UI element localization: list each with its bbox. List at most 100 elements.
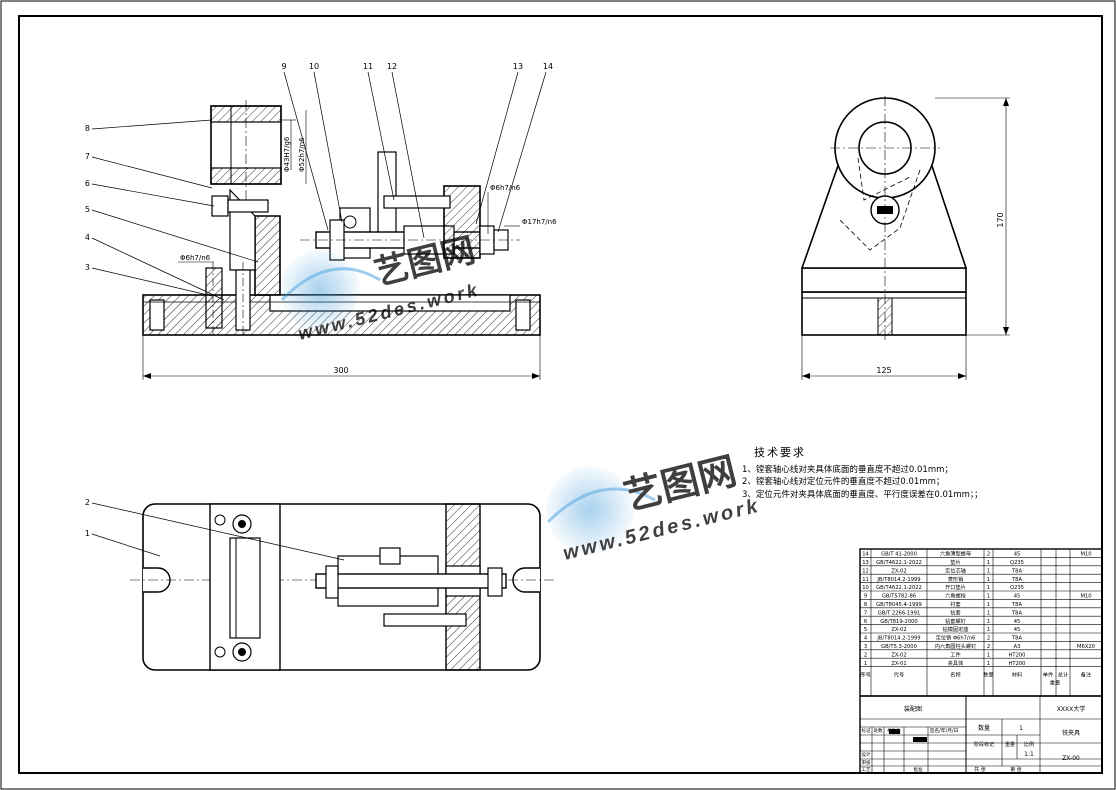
bom-header-name: 名称 <box>950 671 960 679</box>
bom-cell-no: 7 <box>864 610 867 616</box>
bom-cell-qty: 1 <box>987 610 990 616</box>
fit-label-pin-left: Φ6h7/n6 <box>180 254 211 262</box>
bom-cell-qty: 1 <box>987 585 990 591</box>
bom-cell-qty: 1 <box>987 594 990 600</box>
bom-cell-name: 垫片 <box>950 558 960 566</box>
bom-cell-code: ZX-02 <box>891 652 906 658</box>
bom-cell-qty: 2 <box>987 552 990 558</box>
tb-qty-label: 数量 <box>978 724 990 732</box>
tb-mark-label: 标记 <box>862 727 871 734</box>
front-view-callouts: 8 7 6 5 4 3 9 10 11 12 13 14 <box>85 62 553 272</box>
tb-weight-label: 重量 <box>1005 741 1015 748</box>
bom-cell-name: 开口垫片 <box>945 583 966 591</box>
tech-requirements: 技术要求 1、镗套轴心线对夹具体底面的垂直度不超过0.01mm； 2、镗套轴心线… <box>742 446 983 500</box>
tb-qty: 1 <box>1019 725 1023 732</box>
bom-cell-code: GB/T5.3-2000 <box>881 644 917 650</box>
callout-8: 8 <box>85 124 90 133</box>
callout-14: 14 <box>543 62 553 71</box>
bom-cell-qty: 1 <box>987 577 990 583</box>
bom-cell-code: GB/T5782-86 <box>882 594 916 600</box>
bom-cell-no: 2 <box>864 652 867 658</box>
bom-cell-material: 45 <box>1014 619 1021 625</box>
tb-stage-label: 阶段标记 <box>974 741 994 748</box>
tb-school: XXXX大学 <box>1057 705 1085 713</box>
bom-cell-code: GB/T819-2000 <box>880 619 917 625</box>
bom-cell-qty: 2 <box>987 644 990 650</box>
bom-cell-material: T8A <box>1011 568 1022 574</box>
callout-13: 13 <box>513 62 523 71</box>
bom-cell-qty: 1 <box>987 619 990 625</box>
bom-cell-code: JB/T8014.2-1999 <box>876 636 920 642</box>
dim-170: 170 <box>996 212 1005 227</box>
bom-header-weight: 重量 <box>1050 679 1060 687</box>
bom-cell-name: 内六角圆柱头螺钉 <box>935 642 977 650</box>
watermark-2: 艺图网 www.52des.work <box>546 450 763 565</box>
callout-9: 9 <box>281 62 286 71</box>
bom-header-material: 材料 <box>1012 671 1022 679</box>
bom-cell-material: Q235 <box>1010 560 1024 566</box>
tb-scale: 1:1 <box>1024 751 1034 758</box>
fit-label-pin-right: Φ6h7/n6 <box>490 184 521 192</box>
tb-approve: 批准 <box>914 766 923 773</box>
tb-signed: 签名/年/月/日 <box>930 727 959 734</box>
bom-cell-no: 10 <box>862 585 869 591</box>
bom-cell-material: HT200 <box>1009 652 1026 658</box>
callout-12: 12 <box>387 62 397 71</box>
bom-cell-qty: 1 <box>987 560 990 566</box>
bom-cell-name: 钻套 <box>950 608 961 616</box>
tb-drawing-name: 装配图 <box>904 705 922 713</box>
title-block <box>859 695 1103 774</box>
callout-6: 6 <box>85 179 90 188</box>
bom-cell-qty: 1 <box>987 602 990 608</box>
bom-cell-name: 衬套 <box>950 600 961 608</box>
bom-cell-material: T8A <box>1011 577 1022 583</box>
bom-header-unit_w: 单件 <box>1043 671 1053 679</box>
tb-tag: 标准化 <box>887 727 901 734</box>
dim-125: 125 <box>876 366 891 375</box>
callout-1: 1 <box>85 529 90 538</box>
dim-300: 300 <box>333 366 348 375</box>
bom-cell-material: T8A <box>1011 602 1022 608</box>
top-mandrel <box>315 573 507 589</box>
callout-3: 3 <box>85 263 90 272</box>
tech-req-title: 技术要求 <box>754 446 806 459</box>
bom-cell-no: 12 <box>862 568 869 574</box>
bom-cell-name: 工件 <box>950 650 960 658</box>
bom-cell-code: JB/T8014.2-1999 <box>876 577 920 583</box>
tech-req-item-1: 1、镗套轴心线对夹具体底面的垂直度不超过0.01mm； <box>742 464 953 475</box>
bom-cell-note: M6X20 <box>1077 644 1095 650</box>
bom-cell-name: 钻套螺钉 <box>945 617 966 625</box>
callout-2: 2 <box>85 498 90 507</box>
tb-designer: 设计 <box>862 751 871 758</box>
tb-sheet-no: 第 张 <box>1010 766 1022 773</box>
bom-cell-material: HT200 <box>1009 661 1026 667</box>
bom-cell-material: A3 <box>1014 644 1021 650</box>
bom-header-total_w: 总计 <box>1058 671 1068 679</box>
bom-cell-code: ZX-02 <box>891 627 906 633</box>
bom-cell-qty: 1 <box>987 661 990 667</box>
callout-10: 10 <box>309 62 319 71</box>
bom-cell-material: 45 <box>1014 552 1021 558</box>
tech-req-item-3: 3、定位元件对夹具体底面的垂直度、平行度误差在0.01mm；； <box>742 489 983 500</box>
bom-header-no: 序号 <box>860 671 870 679</box>
tb-sheet-total: 共 张 <box>974 766 986 773</box>
fit-label-bush-outer: Φ52h7/n6 <box>298 137 306 172</box>
title-block-text: 装配图 XXXX大学 数量 1 阶段标记 重量 比例 1:1 铣夹具 ZX-00… <box>862 705 1086 773</box>
tech-req-item-2: 2、镗套轴心线对定位元件的垂直度不超过0.01mm； <box>742 476 944 487</box>
bom-cell-name: 定位芯轴 <box>945 566 966 574</box>
bom-cell-no: 1 <box>864 661 867 667</box>
bom-cell-code: GB/T4622.1-2022 <box>876 560 922 566</box>
bom-cell-code: GB/T 2266-1991 <box>878 610 920 616</box>
tb-craft: 工艺 <box>862 767 871 773</box>
fit-label-mandrel: Φ17h7/n6 <box>522 218 557 226</box>
top-view <box>91 502 555 671</box>
bom-cell-no: 9 <box>864 594 867 600</box>
bom-cell-name: 定位销 Φ6h7/n6 <box>936 634 976 642</box>
bom-cell-material: T8A <box>1011 610 1022 616</box>
bom-cell-no: 3 <box>864 644 867 650</box>
bom-cell-no: 8 <box>864 602 867 608</box>
bom-cell-no: 13 <box>862 560 869 566</box>
bom-cell-material: 45 <box>1014 594 1021 600</box>
